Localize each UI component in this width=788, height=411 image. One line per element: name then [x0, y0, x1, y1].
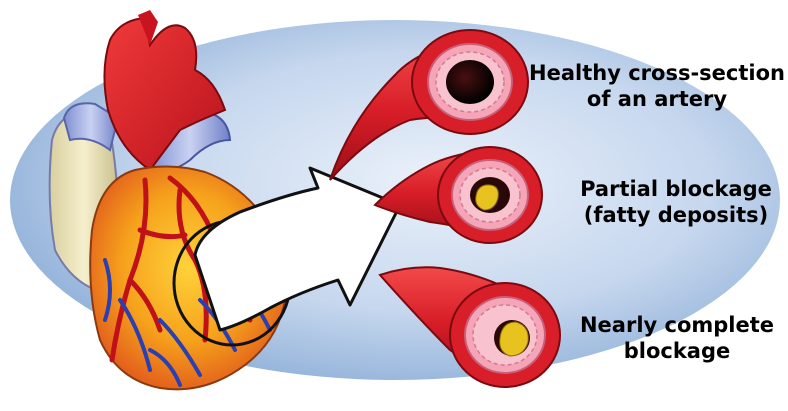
- label-partial-line2: (fatty deposits): [565, 202, 787, 228]
- label-nearly-line1: Nearly complete: [572, 312, 782, 338]
- label-nearly-line2: blockage: [572, 338, 782, 364]
- label-healthy-line1: Healthy cross-section: [528, 60, 786, 86]
- label-healthy-line2: of an artery: [528, 86, 786, 112]
- label-partial-blockage: Partial blockage (fatty deposits): [565, 176, 787, 228]
- label-nearly-complete-blockage: Nearly complete blockage: [572, 312, 782, 364]
- label-partial-line1: Partial blockage: [565, 176, 787, 202]
- label-healthy-artery: Healthy cross-section of an artery: [528, 60, 786, 112]
